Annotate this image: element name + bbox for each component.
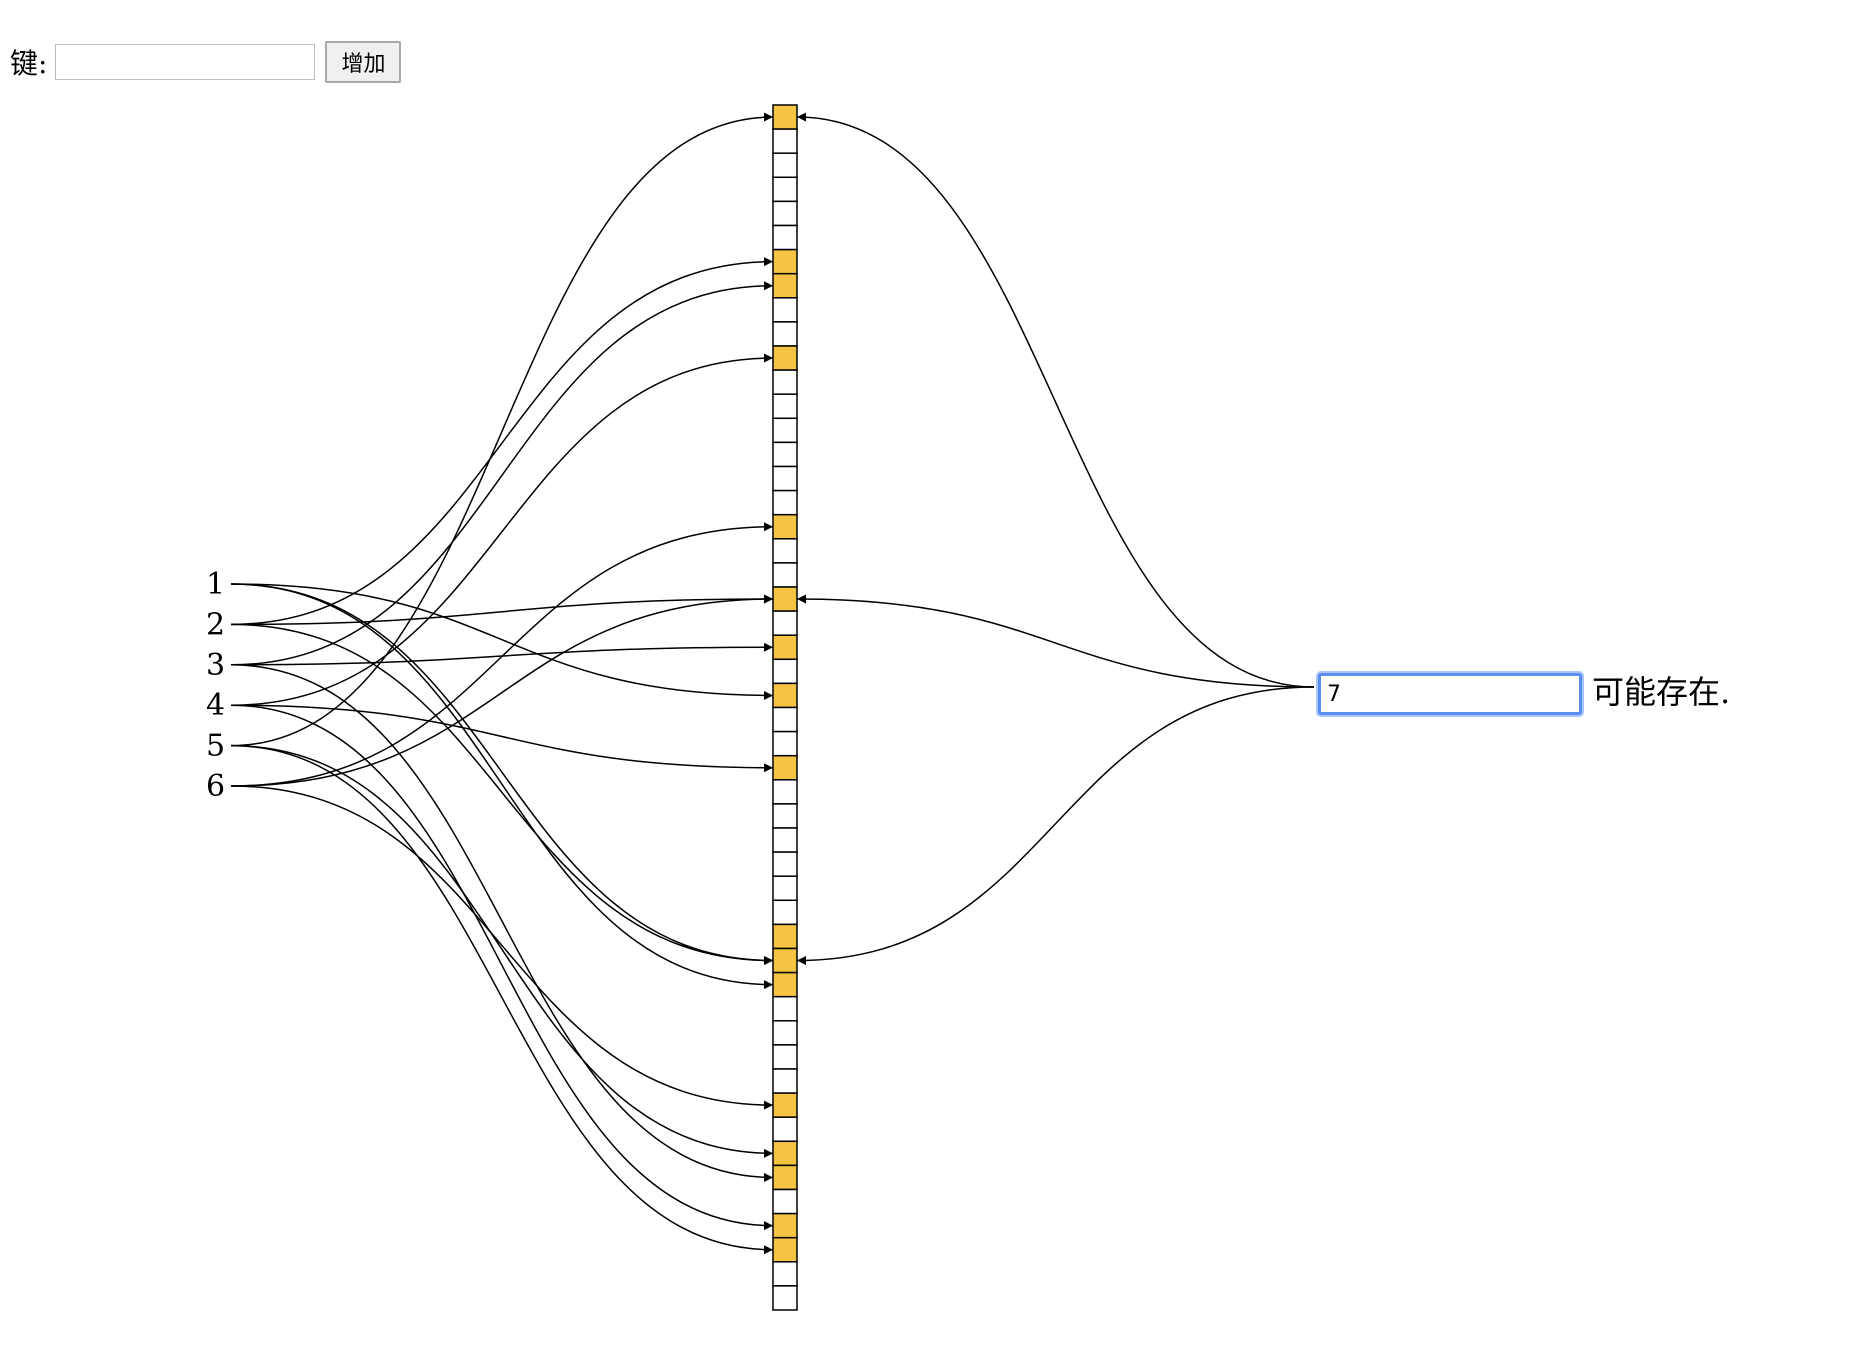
bit-cell [772, 995, 798, 1022]
hash-arrow-key-4 [230, 704, 774, 773]
hash-arrows [230, 112, 1315, 1255]
query-result: 可能存在. [1592, 673, 1731, 711]
bit-cell [772, 1261, 798, 1287]
bit-cell-set [772, 971, 798, 998]
bit-cell [772, 224, 798, 251]
query-input[interactable] [1318, 673, 1582, 715]
key-label-3: 3 [206, 648, 225, 683]
bit-cell [772, 803, 798, 829]
query-hash-arrow [796, 686, 1315, 966]
bit-cell [772, 369, 798, 395]
hash-arrow-key-4 [230, 704, 774, 1231]
add-button[interactable]: 增加 [325, 41, 402, 83]
bit-cell-set [772, 947, 798, 974]
bit-cell [772, 562, 798, 588]
hash-arrow-key-5 [230, 744, 774, 1158]
bit-cell-set [772, 682, 798, 709]
bit-cell [772, 321, 798, 347]
bit-cell [772, 779, 798, 805]
key-label-4: 4 [206, 688, 225, 723]
bit-cell-set [772, 1236, 798, 1263]
hash-arrow-key-6 [230, 594, 774, 787]
bit-cell-set [772, 345, 798, 371]
bit-cell [772, 1285, 798, 1311]
add-key-form: 键: 增加 [10, 41, 402, 83]
bit-cell [772, 393, 798, 420]
hash-arrow-key-5 [230, 744, 774, 1255]
hash-arrow-key-3 [230, 664, 774, 1182]
bit-cell [772, 297, 798, 323]
bit-cell [772, 465, 798, 492]
query-hash-arrow [796, 594, 1315, 688]
bit-cell-set [772, 248, 798, 275]
bit-cell [772, 176, 798, 203]
hash-arrow-key-1 [230, 583, 774, 966]
key-label-2: 2 [206, 607, 225, 642]
bit-cell-set [772, 754, 798, 781]
bit-cell [772, 1116, 798, 1143]
bit-cell [772, 851, 798, 877]
bit-cell [772, 152, 798, 179]
bit-cell [772, 658, 798, 685]
bit-cell [772, 899, 798, 926]
key-input[interactable] [55, 44, 316, 80]
key-list: 1 2 3 4 5 6 [206, 567, 225, 804]
query-hash-arrow [796, 112, 1315, 688]
bit-cell-set [772, 1164, 798, 1191]
bit-cell [772, 706, 798, 733]
key-label-1: 1 [206, 567, 225, 602]
bit-cell [772, 441, 798, 468]
bit-cell [772, 417, 798, 444]
hash-arrow-key-1 [230, 583, 774, 990]
bit-cell [772, 128, 798, 154]
key-label-5: 5 [206, 729, 225, 764]
bit-cell [772, 489, 798, 516]
bit-cell-set [772, 104, 798, 130]
bit-cell-set [772, 1092, 798, 1118]
bit-cell-set [772, 272, 798, 299]
hash-arrow-key-5 [230, 112, 774, 747]
bit-cell [772, 730, 798, 757]
hash-arrow-key-2 [230, 623, 774, 966]
bit-cell [772, 1020, 798, 1046]
hash-arrow-key-1 [230, 583, 774, 700]
bit-cell [772, 1044, 798, 1070]
bit-cell [772, 1188, 798, 1215]
hash-arrow-key-6 [230, 785, 774, 1110]
hash-arrow-key-2 [230, 257, 774, 626]
bit-cell-set [772, 586, 798, 612]
bit-cell [772, 200, 798, 227]
bit-cell [772, 875, 798, 902]
bit-cell-set [772, 923, 798, 950]
bit-cell-set [772, 1212, 798, 1239]
bit-cell-set [772, 513, 798, 540]
bit-cell-set [772, 634, 798, 661]
bit-cell-set [772, 1140, 798, 1167]
hash-arrow-key-4 [230, 353, 774, 706]
key-label-6: 6 [206, 769, 225, 804]
bit-cell [772, 1068, 798, 1094]
bit-cell [772, 610, 798, 636]
key-label: 键: [10, 47, 48, 80]
hash-arrow-key-3 [230, 281, 774, 666]
bit-cell [772, 538, 798, 564]
bit-cell [772, 827, 798, 853]
hash-arrow-key-2 [230, 594, 774, 626]
hash-arrow-key-6 [230, 522, 774, 787]
bit-array [772, 104, 798, 1311]
